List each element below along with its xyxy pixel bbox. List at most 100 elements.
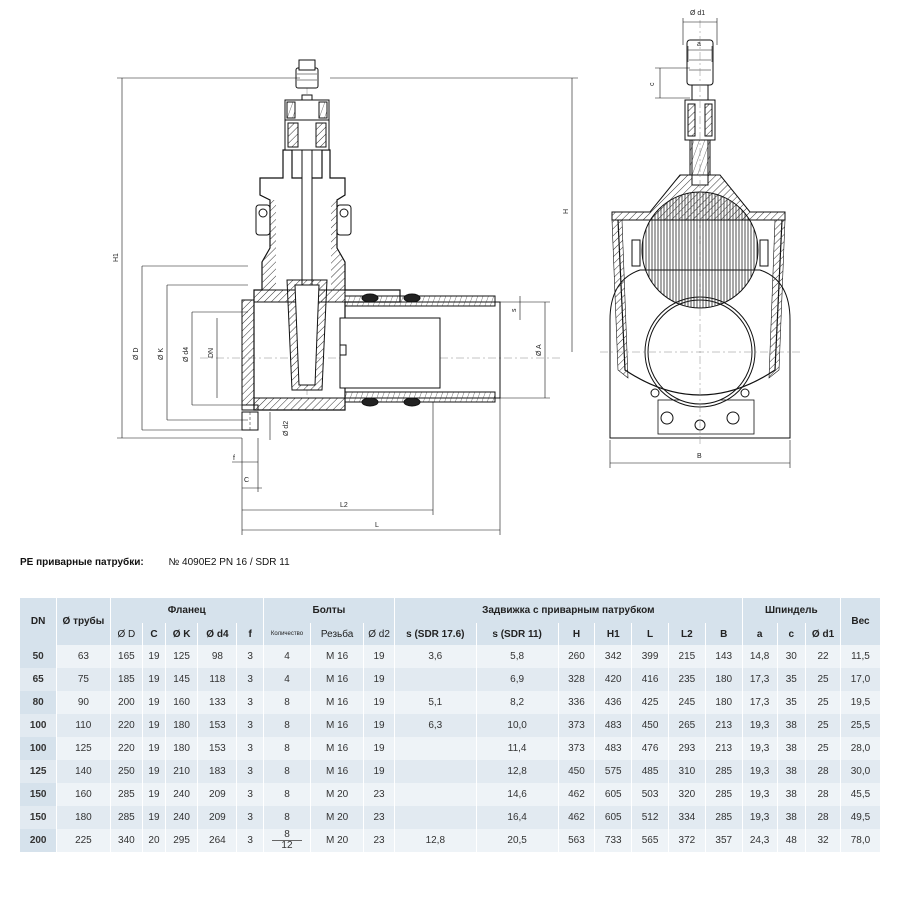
cell-d2: 19 (363, 760, 395, 783)
cell-pipe: 225 (56, 829, 111, 852)
cell-C: 19 (142, 806, 166, 829)
cell-L: 485 (631, 760, 669, 783)
cell-B: 357 (705, 829, 743, 852)
cell-qty-alt-value: 12 (271, 840, 303, 851)
cell-B: 180 (705, 668, 743, 691)
cell-s176: 6,3 (394, 714, 477, 737)
cell-w: 78,0 (840, 829, 882, 852)
cell-C: 19 (142, 714, 166, 737)
cell-C: 19 (142, 783, 166, 806)
cell-a: 19,3 (742, 806, 778, 829)
cell-c: 48 (777, 829, 807, 852)
cell-c: 30 (777, 645, 807, 668)
header-qty: Количество (263, 623, 312, 645)
label-d2: Ø d2 (283, 421, 290, 436)
cell-dn: 100 (20, 737, 58, 760)
cell-H1: 605 (594, 806, 633, 829)
cell-w: 25,5 (840, 714, 882, 737)
cell-H: 328 (558, 668, 596, 691)
cell-thread: M 16 (310, 668, 365, 691)
cell-w: 30,0 (840, 760, 882, 783)
header-thread: Резьба (310, 623, 365, 645)
cell-dn: 200 (20, 829, 58, 852)
cell-dn: 100 (20, 714, 58, 737)
cell-K: 160 (165, 691, 199, 714)
cell-K: 295 (165, 829, 199, 852)
cell-s11: 8,2 (476, 691, 559, 714)
cell-B: 180 (705, 691, 743, 714)
side-section-view (200, 59, 560, 431)
cell-H1: 483 (594, 714, 633, 737)
cell-qty-value: 8 (284, 829, 290, 840)
cell-L2: 310 (668, 760, 706, 783)
cell-thread: M 20 (310, 783, 365, 806)
header-d4: Ø d4 (197, 623, 238, 645)
cell-B: 143 (705, 645, 743, 668)
cell-thread: M 20 (310, 806, 365, 829)
cell-w: 45,5 (840, 783, 882, 806)
cell-s11: 10,0 (476, 714, 559, 737)
cell-s176 (394, 760, 477, 783)
cell-d4: 153 (197, 737, 238, 760)
cell-f: 3 (236, 668, 264, 691)
cell-d1: 25 (805, 714, 841, 737)
cell-pipe: 75 (56, 668, 111, 691)
cell-H1: 733 (594, 829, 633, 852)
cell-qty: 8 (263, 714, 312, 737)
cell-f: 3 (236, 714, 264, 737)
header-B: B (705, 623, 743, 645)
cell-a: 19,3 (742, 714, 778, 737)
cell-D: 250 (110, 760, 144, 783)
cell-d4: 98 (197, 645, 238, 668)
cell-d4: 153 (197, 714, 238, 737)
label-D: Ø D (133, 348, 140, 360)
cell-d4: 209 (197, 806, 238, 829)
label-K: Ø K (158, 348, 165, 360)
header-d1: Ø d1 (805, 623, 841, 645)
cell-d2: 23 (363, 806, 395, 829)
front-view-dimensions (609, 18, 791, 468)
cell-a: 19,3 (742, 760, 778, 783)
cell-a: 24,3 (742, 829, 778, 852)
cell-c: 38 (777, 760, 807, 783)
cell-d4: 264 (197, 829, 238, 852)
cell-D: 220 (110, 737, 144, 760)
cell-d1: 28 (805, 760, 841, 783)
header-weight: Вес (840, 598, 882, 645)
label-H: H (563, 209, 570, 214)
header-d2: Ø d2 (363, 623, 395, 645)
cell-K: 240 (165, 783, 199, 806)
cell-L: 503 (631, 783, 669, 806)
cell-c: 35 (777, 668, 807, 691)
cell-K: 125 (165, 645, 199, 668)
cell-D: 220 (110, 714, 144, 737)
cell-H1: 420 (594, 668, 633, 691)
cell-c: 38 (777, 783, 807, 806)
cell-B: 285 (705, 760, 743, 783)
pe-spigot-value: № 4090E2 PN 16 / SDR 11 (168, 557, 290, 568)
cell-L: 425 (631, 691, 669, 714)
cell-D: 285 (110, 783, 144, 806)
cell-s11: 11,4 (476, 737, 559, 760)
cell-pipe: 110 (56, 714, 111, 737)
cell-H1: 342 (594, 645, 633, 668)
cell-L2: 245 (668, 691, 706, 714)
cell-dn: 150 (20, 783, 58, 806)
cell-s11: 14,6 (476, 783, 559, 806)
cell-qty: 8 (263, 783, 312, 806)
pe-spigot-info: PE приварные патрубки: № 4090E2 PN 16 / … (20, 557, 290, 568)
header-a: a (742, 623, 778, 645)
front-section-view (600, 20, 800, 445)
cell-dn: 150 (20, 806, 58, 829)
header-c: c (777, 623, 807, 645)
cell-d2: 19 (363, 737, 395, 760)
header-bolts: Болты (263, 598, 395, 623)
side-view-dimensions (117, 77, 578, 535)
label-L2: L2 (340, 502, 348, 509)
cell-s11: 12,8 (476, 760, 559, 783)
cell-H: 373 (558, 714, 596, 737)
